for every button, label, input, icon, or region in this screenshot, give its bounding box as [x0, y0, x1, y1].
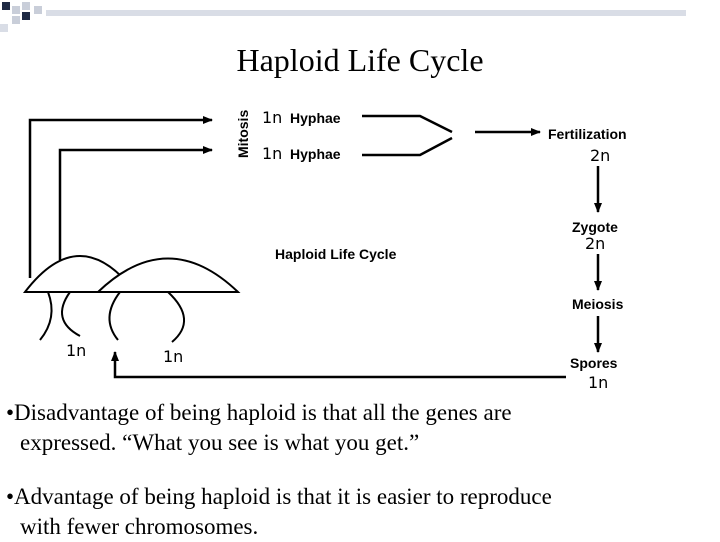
mushroom-left [25, 256, 135, 340]
fertilization-ploidy: 2n [590, 146, 610, 165]
bullet-disadvantage: •Disadvantage of being haploid is that a… [6, 398, 706, 458]
hyphae-top-label: Hyphae [290, 110, 341, 126]
mushroom-right-ploidy: 1n [163, 347, 183, 366]
bullet-disadvantage-line2: expressed. “What you see is what you get… [6, 428, 706, 458]
life-cycle-diagram: Mitosis 1n Hyphae 1n Hyphae Fertilizatio… [0, 0, 720, 400]
mushroom-left-ploidy: 1n [66, 341, 86, 360]
bullet-advantage-line1: •Advantage of being haploid is that it i… [6, 482, 706, 512]
zygote-ploidy: 2n [585, 234, 605, 253]
bullet-advantage-line2: with fewer chromosomes. [6, 512, 706, 542]
diagram-title: Haploid Life Cycle [275, 246, 397, 262]
bullet-disadvantage-line1: •Disadvantage of being haploid is that a… [6, 398, 706, 428]
spores-label: Spores [570, 355, 618, 371]
hyphae-bottom-label: Hyphae [290, 146, 341, 162]
arrow-to-hyphae-bottom [60, 150, 212, 260]
bullet-advantage: •Advantage of being haploid is that it i… [6, 482, 706, 542]
fertilization-label: Fertilization [548, 126, 627, 142]
meiosis-label: Meiosis [572, 296, 624, 312]
spores-ploidy: 1n [588, 373, 608, 392]
hyphae-bottom-ploidy: 1n [262, 144, 282, 163]
arrow-to-hyphae-top [30, 120, 212, 278]
hyphae-top-ploidy: 1n [262, 108, 282, 127]
mitosis-label: Mitosis [235, 110, 251, 158]
zygote-label: Zygote [572, 219, 618, 235]
mushroom-right [98, 259, 238, 343]
